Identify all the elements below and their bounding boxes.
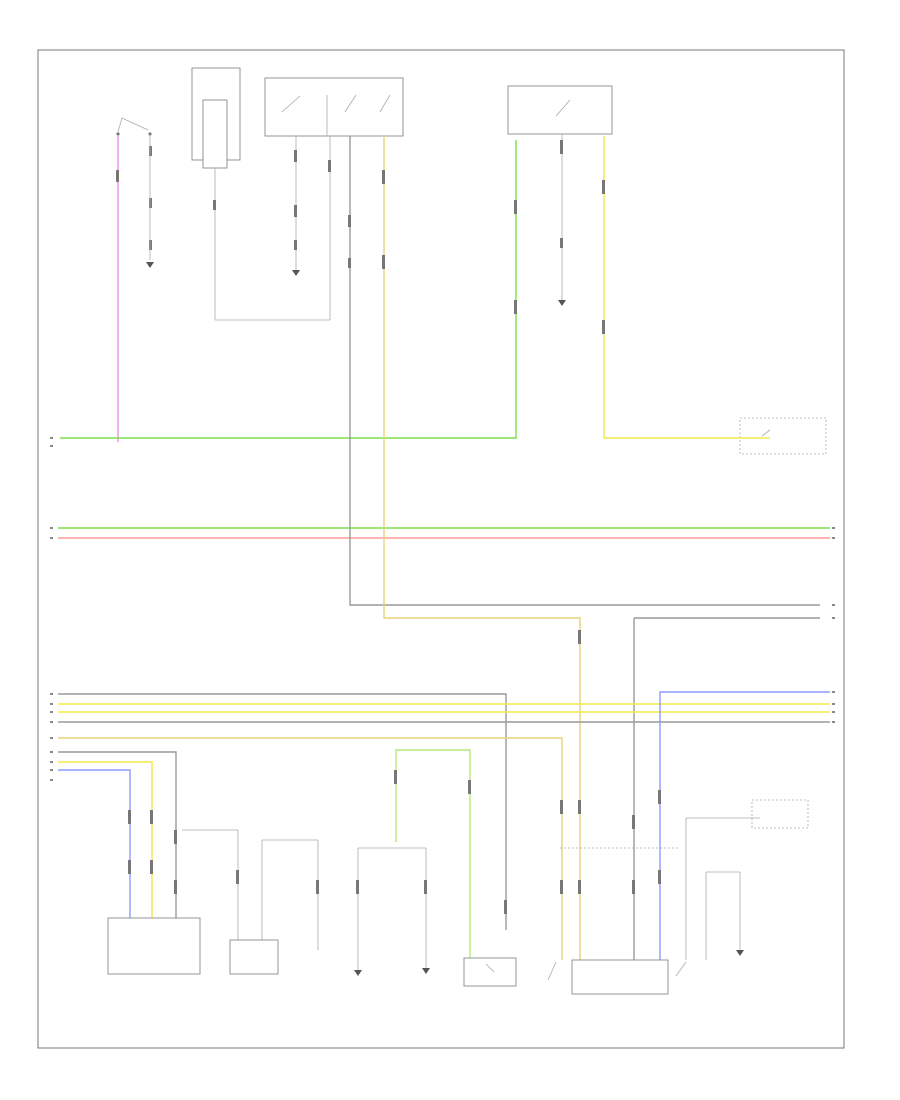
lower-ground-1 bbox=[354, 847, 430, 976]
gray-bus-1 bbox=[58, 693, 507, 930]
edge-markers bbox=[50, 437, 835, 781]
tan-wire-center bbox=[383, 136, 581, 970]
gray-wire-center bbox=[349, 136, 820, 606]
yellow-drop-left bbox=[58, 761, 153, 918]
lower-module-4 bbox=[547, 847, 687, 995]
right-connector bbox=[739, 417, 827, 455]
small-module bbox=[191, 67, 330, 321]
gray-drop-left bbox=[58, 751, 177, 918]
lower-left-module bbox=[107, 829, 239, 975]
diagram-frame bbox=[37, 49, 845, 1049]
connector-pins bbox=[116, 170, 661, 914]
green-drop-center bbox=[395, 749, 471, 970]
blue-drop-left bbox=[58, 769, 131, 918]
green-wire-upper bbox=[60, 140, 517, 439]
top-center-module bbox=[264, 77, 404, 320]
lower-module-3 bbox=[463, 957, 517, 987]
lower-right-switch bbox=[685, 799, 809, 960]
lower-module-2 bbox=[229, 839, 319, 975]
blue-wire-right bbox=[659, 691, 830, 960]
yellow-wire-upper-right bbox=[603, 136, 770, 439]
top-right-module bbox=[507, 85, 613, 306]
top-left-switch bbox=[107, 79, 155, 268]
